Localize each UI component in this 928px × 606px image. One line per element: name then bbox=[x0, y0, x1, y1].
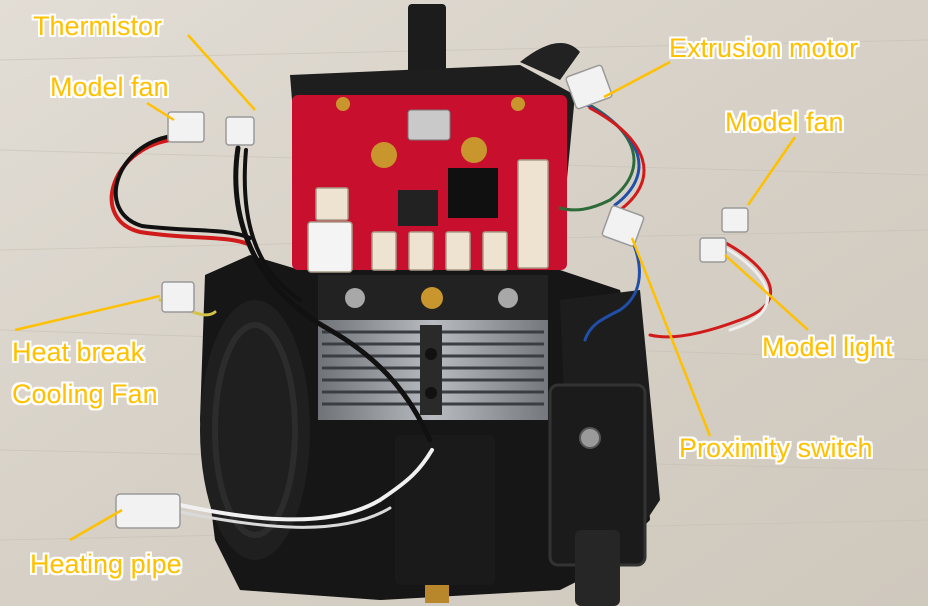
brass-insert-2 bbox=[461, 137, 487, 163]
usb-port bbox=[407, 109, 451, 141]
plate-screw-left bbox=[345, 288, 365, 308]
brass-insert-3 bbox=[336, 97, 350, 111]
label-heat-break-line1: Heat break bbox=[12, 337, 145, 367]
plate-insert-center bbox=[421, 287, 443, 309]
heatsink-hole-top bbox=[425, 348, 437, 360]
label-proximity-switch: Proximity switch bbox=[679, 433, 873, 463]
label-extrusion-motor: Extrusion motor bbox=[669, 33, 859, 63]
pcb-connectors bbox=[307, 159, 549, 273]
label-heat-break-line2: Cooling Fan bbox=[12, 379, 158, 409]
leader-lines bbox=[14, 34, 809, 542]
cooling-fan-left-rim bbox=[212, 322, 298, 538]
plate-screw-right bbox=[498, 288, 518, 308]
wire-bundle bbox=[109, 98, 773, 529]
cooling-fan-left bbox=[200, 300, 310, 560]
label-model-fan-left: Model fan bbox=[50, 72, 169, 102]
label-model-fan-right: Model fan bbox=[725, 107, 844, 137]
filament-guide bbox=[520, 43, 580, 80]
bracket-lower bbox=[575, 530, 620, 606]
label-model-light: Model light bbox=[762, 332, 893, 362]
bracket-screw bbox=[579, 427, 601, 449]
heatsink-hole-bottom bbox=[425, 387, 437, 399]
control-pcb bbox=[292, 95, 567, 270]
label-thermistor: Thermistor bbox=[33, 11, 163, 41]
heatsink-slot bbox=[420, 325, 442, 415]
loose-connectors bbox=[115, 64, 749, 529]
brass-insert-1 bbox=[371, 142, 397, 168]
brass-insert-4 bbox=[511, 97, 525, 111]
nozzle-cover bbox=[395, 435, 495, 585]
label-heating-pipe: Heating pipe bbox=[30, 549, 182, 579]
nozzle-tip bbox=[425, 585, 449, 603]
mcu-chip bbox=[398, 190, 438, 226]
driver-heatsink bbox=[448, 168, 498, 218]
top-connector bbox=[408, 4, 446, 74]
